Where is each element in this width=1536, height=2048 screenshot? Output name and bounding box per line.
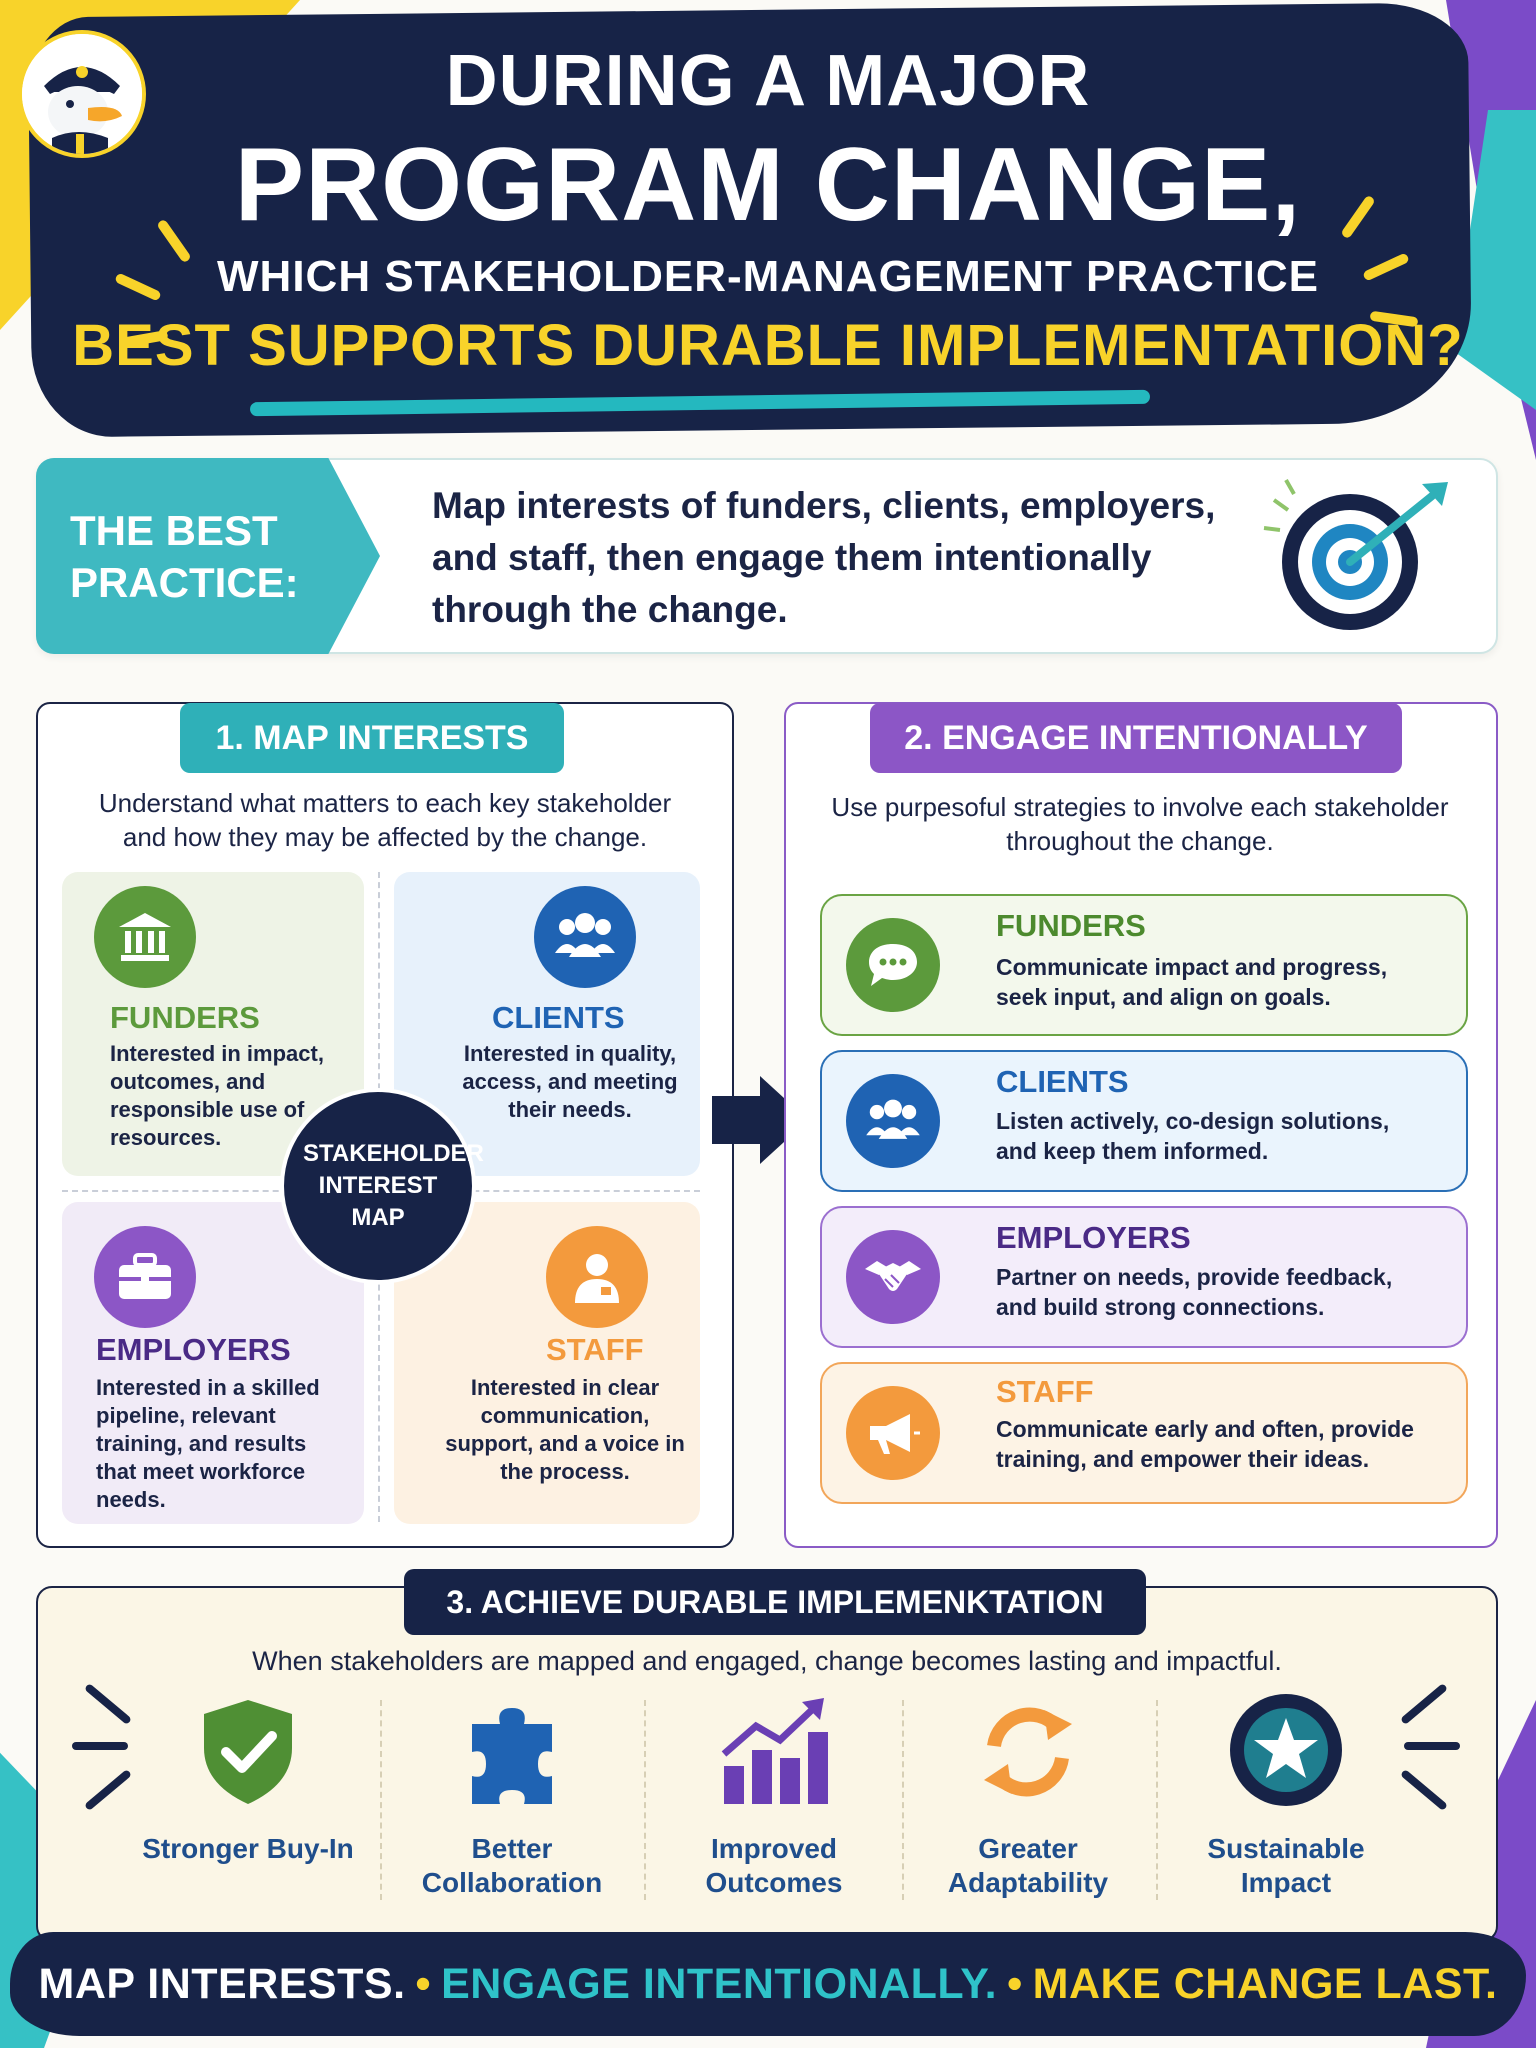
growth-chart-icon xyxy=(664,1696,884,1808)
megaphone-icon xyxy=(846,1386,940,1480)
map-interests-title: 1. MAP INTERESTS xyxy=(180,703,564,773)
puzzle-icon xyxy=(402,1696,622,1808)
funders-title: FUNDERS xyxy=(110,1000,260,1035)
engage-employers-title: EMPLOYERS xyxy=(996,1220,1191,1255)
burst-decoration xyxy=(1404,1742,1460,1750)
staff-interest-text: Interested in clear communication, suppo… xyxy=(445,1375,685,1484)
shield-check-icon xyxy=(138,1696,358,1808)
engage-funders-text: Communicate impact and progress, seek in… xyxy=(996,954,1388,1010)
employers-interest-text: Interested in a skilled pipeline, releva… xyxy=(96,1375,320,1512)
header-line-2: PROGRAM CHANGE, xyxy=(234,127,1302,243)
employers-title: EMPLOYERS xyxy=(96,1332,291,1367)
engage-clients-title: CLIENTS xyxy=(996,1064,1129,1099)
briefcase-icon xyxy=(94,1226,196,1328)
stakeholder-interest-map-badge: STAKEHOLDER INTEREST MAP xyxy=(280,1088,484,1284)
benefit-improved-outcomes: Improved Outcomes xyxy=(664,1696,884,1900)
benefit-divider xyxy=(644,1700,646,1900)
handshake-icon xyxy=(846,1230,940,1324)
benefit-divider xyxy=(902,1700,904,1900)
achieve-title: 3. ACHIEVE DURABLE IMPLEMENKTATION xyxy=(404,1569,1146,1635)
people-group-icon xyxy=(534,886,636,988)
engage-funders-title: FUNDERS xyxy=(996,908,1146,943)
target-icon xyxy=(1262,470,1462,650)
staff-title: STAFF xyxy=(546,1332,644,1367)
engage-staff-text: Communicate early and often, provide tra… xyxy=(996,1416,1414,1472)
achieve-description: When stakeholders are mapped and engaged… xyxy=(252,1646,1282,1676)
header-line-3: WHICH STAKEHOLDER-MANAGEMENT PRACTICE xyxy=(217,252,1319,301)
duck-mascot-logo xyxy=(18,30,146,158)
engage-intentionally-title: 2. ENGAGE INTENTIONALLY xyxy=(870,703,1402,773)
header-line-1: DURING A MAJOR xyxy=(445,41,1091,121)
benefit-better-collaboration: Better Collaboration xyxy=(402,1696,622,1900)
benefit-divider xyxy=(1156,1700,1158,1900)
chat-bubble-icon xyxy=(846,918,940,1012)
footer-banner: MAP INTERESTS. • ENGAGE INTENTIONALLY. •… xyxy=(10,1932,1526,2036)
engage-employers-text: Partner on needs, provide feedback, and … xyxy=(996,1264,1393,1320)
best-practice-text: Map interests of funders, clients, emplo… xyxy=(432,485,1216,630)
map-interests-description: Understand what matters to each key stak… xyxy=(98,788,672,852)
clients-interest-text: Interested in quality, access, and meeti… xyxy=(462,1041,678,1122)
engage-staff-title: STAFF xyxy=(996,1374,1094,1409)
star-badge-icon xyxy=(1176,1694,1396,1808)
burst-decoration xyxy=(72,1742,128,1750)
cycle-arrows-icon xyxy=(918,1696,1138,1808)
footer-separator: • xyxy=(415,1959,432,2008)
bank-icon xyxy=(94,886,196,988)
footer-engage-intentionally: ENGAGE INTENTIONALLY. xyxy=(441,1959,998,2008)
engage-clients-text: Listen actively, co-design solutions, an… xyxy=(996,1108,1390,1164)
footer-separator: • xyxy=(1007,1959,1023,2008)
staff-person-icon xyxy=(546,1226,648,1328)
best-practice-label: THE BEST PRACTICE: xyxy=(70,507,299,606)
benefit-stronger-buy-in: Stronger Buy-In xyxy=(138,1696,358,1866)
footer-map-interests: MAP INTERESTS. xyxy=(38,1959,406,2008)
benefit-sustainable-impact: Sustainable Impact xyxy=(1176,1694,1396,1900)
clients-title: CLIENTS xyxy=(492,1000,625,1035)
best-practice-tag xyxy=(36,458,380,654)
funders-interest-text: Interested in impact, outcomes, and resp… xyxy=(110,1041,324,1150)
footer-make-change-last: MAKE CHANGE LAST. xyxy=(1032,1959,1498,2008)
people-group-icon xyxy=(846,1074,940,1168)
benefit-divider xyxy=(380,1700,382,1900)
header-question: BEST SUPPORTS DURABLE IMPLEMENTATION? xyxy=(72,313,1464,378)
benefit-greater-adaptability: Greater Adaptability xyxy=(918,1696,1138,1900)
engage-description: Use purpesoful strategies to involve eac… xyxy=(831,792,1449,856)
